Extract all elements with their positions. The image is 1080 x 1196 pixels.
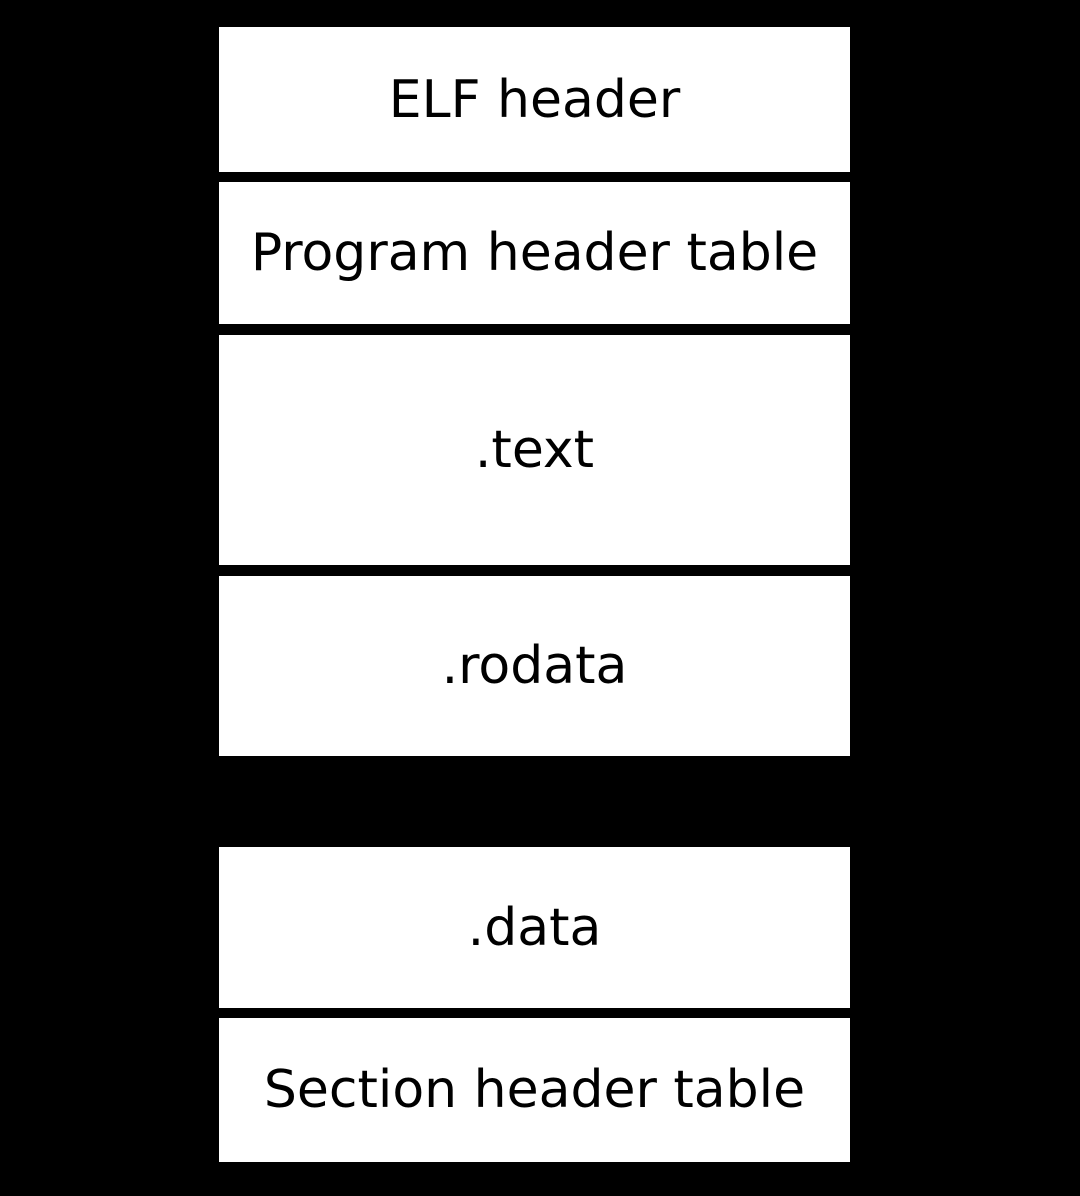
block-program-header-table: Program header table	[219, 182, 850, 324]
block-text-section-label: .text	[474, 420, 595, 480]
block-elf-header-label: ELF header	[388, 69, 681, 130]
block-data-section: .data	[219, 847, 850, 1008]
block-text-section: .text	[219, 335, 850, 565]
block-program-header-table-label: Program header table	[250, 223, 819, 283]
block-elf-header: ELF header	[219, 27, 850, 172]
block-section-header-table-label: Section header table	[263, 1060, 806, 1120]
block-rodata-section: .rodata	[219, 576, 850, 756]
block-rodata-section-label: .rodata	[441, 636, 628, 696]
block-data-section-label: .data	[467, 897, 602, 958]
block-section-header-table: Section header table	[219, 1018, 850, 1162]
